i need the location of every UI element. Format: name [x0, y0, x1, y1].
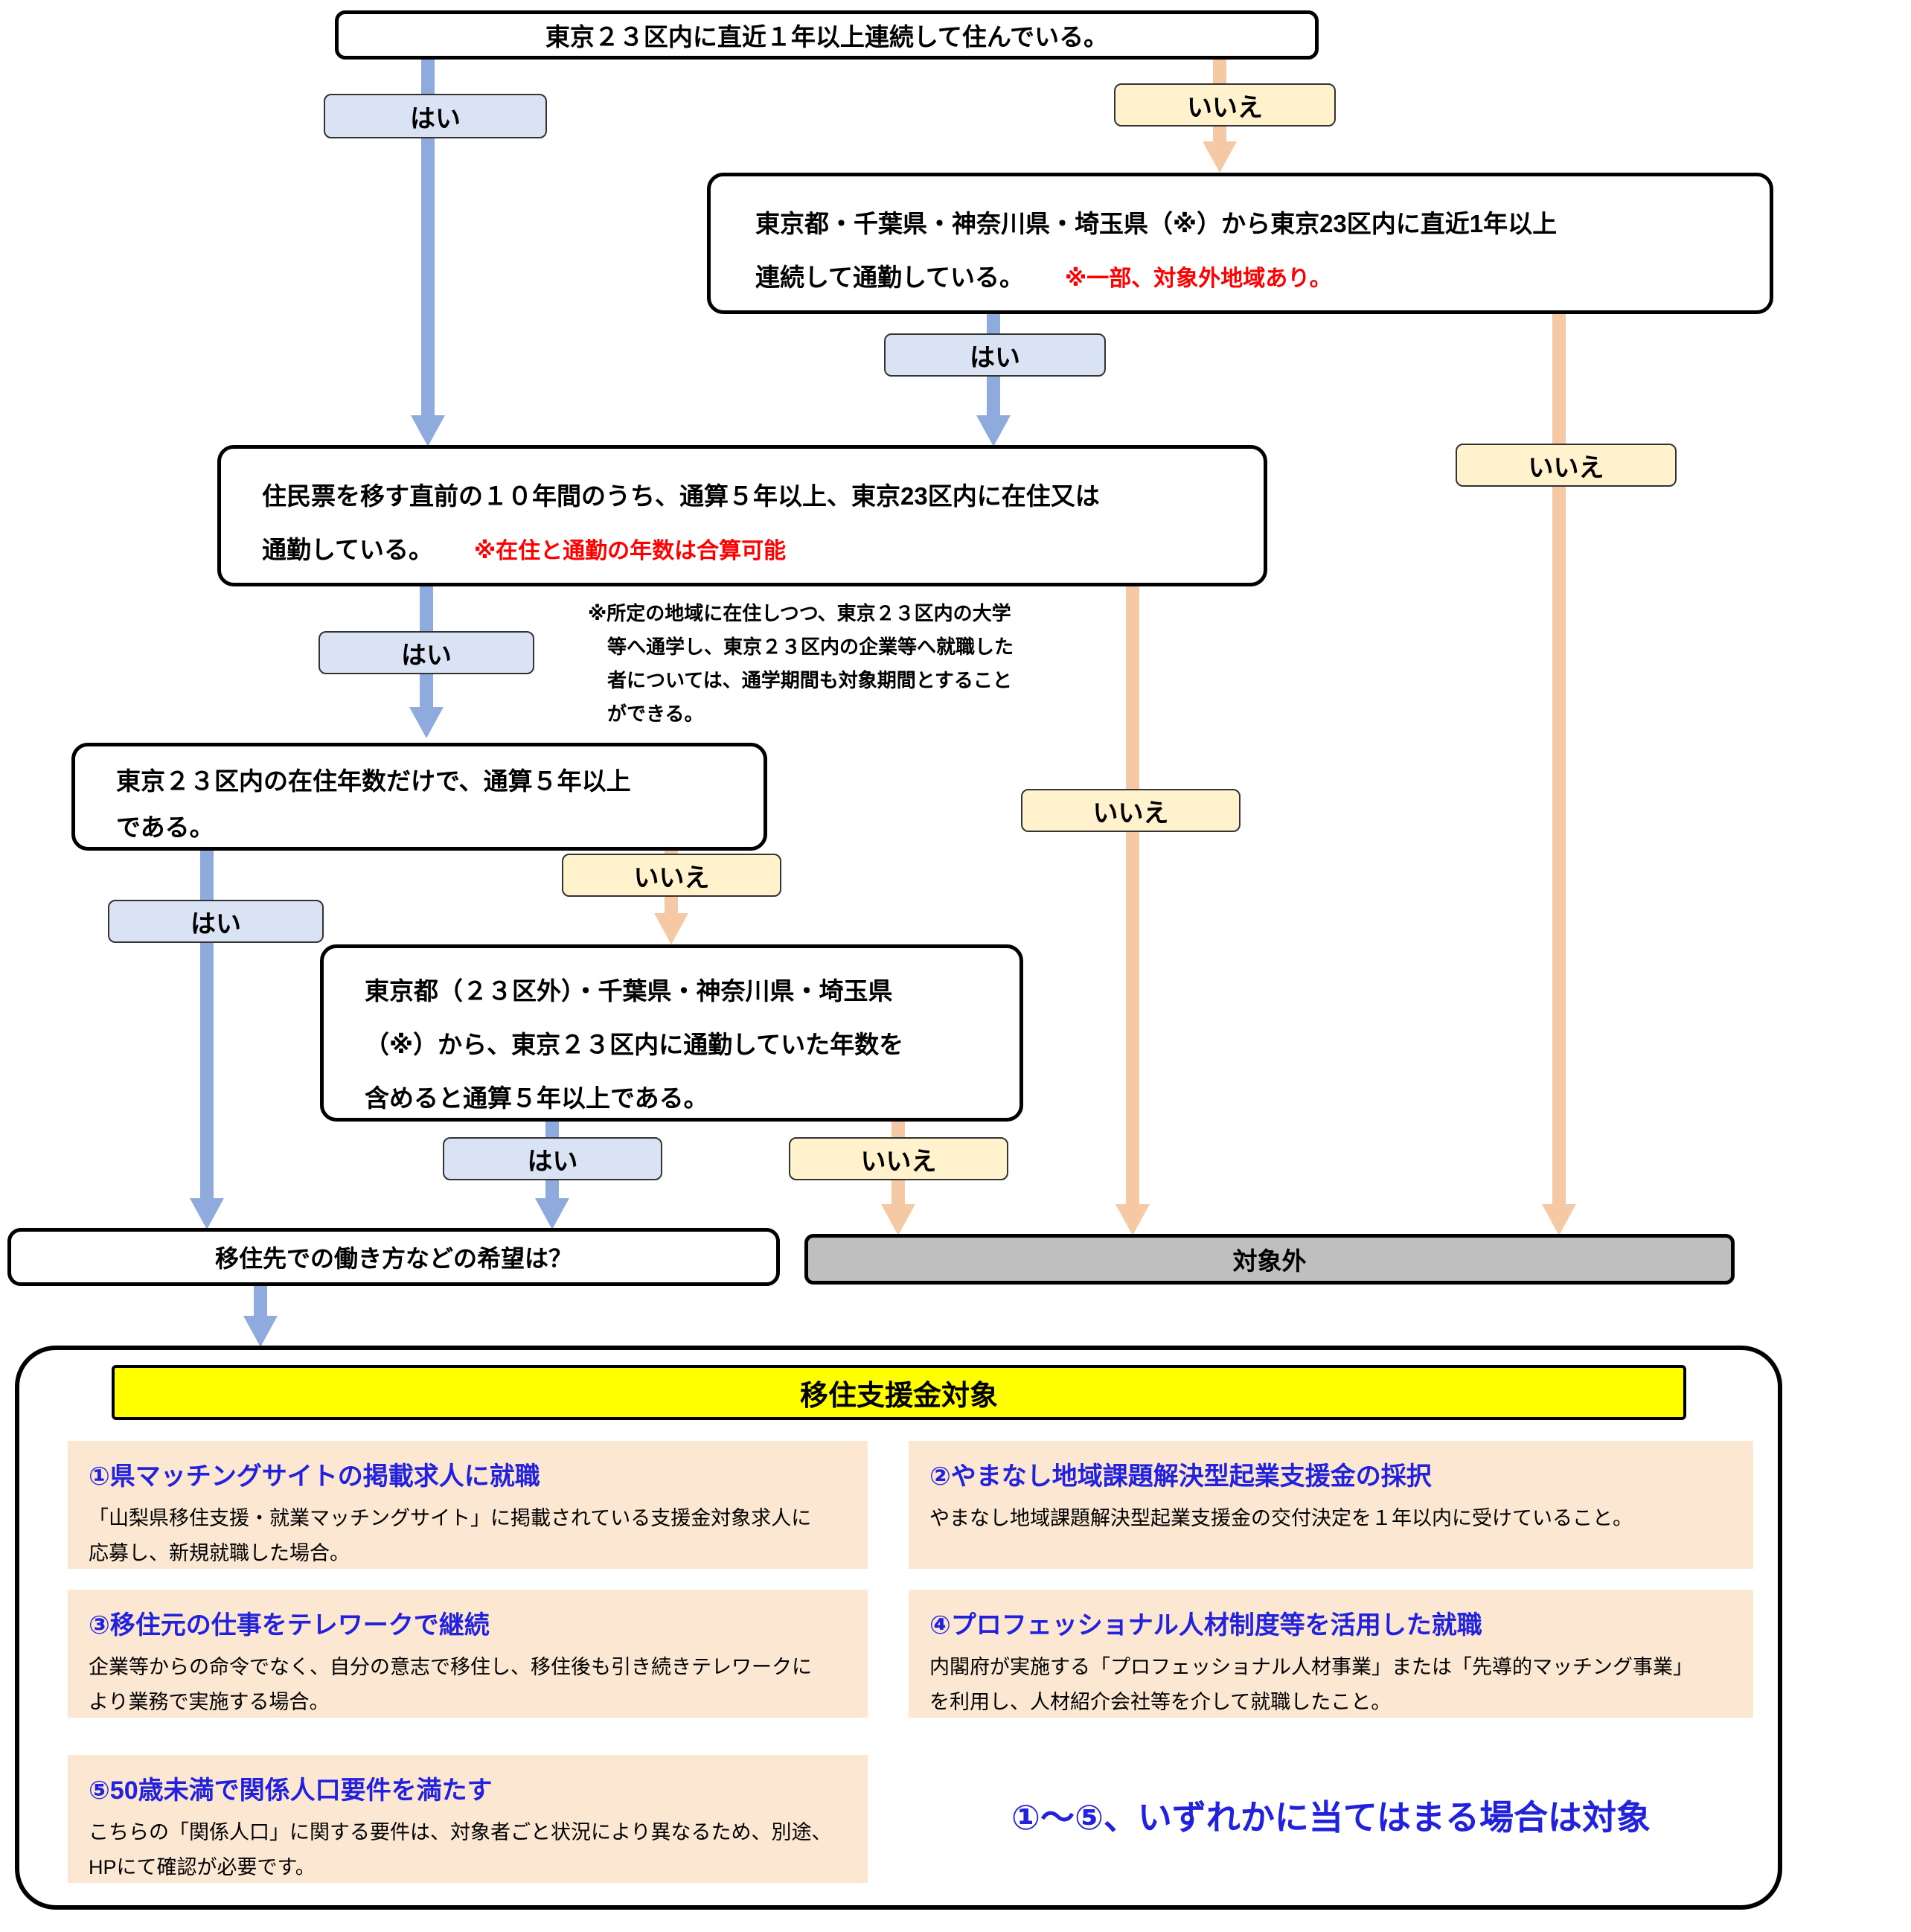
question-box-commute-years-included: 東京都（２３区外）・千葉県・神奈川県・埼玉県 （※）から、東京２３区内に通勤して…	[320, 944, 1023, 1122]
yes-arrowhead-q2-icon	[976, 415, 1011, 447]
question-box-5yrs-in-10: 住民票を移す直前の１０年間のうち、通算５年以上、東京23区内に在住又は 通勤して…	[217, 445, 1267, 586]
excluded-box: 対象外	[804, 1234, 1735, 1285]
item-body: やまなし地域課題解決型起業支援金の交付決定を１年以内に受けていること。	[929, 1507, 1633, 1529]
question-text: 連続して通勤している。	[755, 263, 1025, 291]
yes-label-q4: はい	[108, 900, 324, 943]
no-arrowhead-q1-icon	[1203, 141, 1237, 173]
support-grant-result-panel: 移住支援金対象 ①県マッチングサイトの掲載求人に就職 「山梨県移住支援・就業マッ…	[15, 1346, 1782, 1910]
item-body: 企業等からの命令でなく、自分の意志で移住し、移住後も引き続きテレワークに より業…	[89, 1656, 812, 1713]
result-header: 移住支援金対象	[112, 1365, 1686, 1420]
yes-arrowhead-q5-icon	[535, 1198, 569, 1229]
eligibility-item-2: ②やまなし地域課題解決型起業支援金の採択 やまなし地域課題解決型起業支援金の交付…	[909, 1441, 1753, 1569]
yes-label-q1: はい	[324, 94, 547, 138]
no-arrowhead-q2-icon	[1542, 1204, 1576, 1235]
no-label-q2: いいえ	[1456, 444, 1677, 487]
question-text: 通勤している。	[262, 536, 434, 563]
question-text: 東京２３区内に直近１年以上連続して住んでいる。	[545, 23, 1109, 51]
yes-arrowhead-q3-icon	[409, 707, 444, 738]
item-body: こちらの「関係人口」に関する要件は、対象者ごと状況により異なるため、別途、 HP…	[89, 1821, 832, 1878]
eligibility-summary-statement: ①～⑤、いずれかに当てはまる場合は対象	[1011, 1798, 1651, 1837]
eligibility-item-3: ③移住元の仕事をテレワークで継続 企業等からの命令でなく、自分の意志で移住し、移…	[68, 1590, 868, 1718]
yes-label-q2: はい	[884, 333, 1106, 377]
no-arrowhead-q5-icon	[881, 1204, 915, 1235]
eligibility-item-1: ①県マッチングサイトの掲載求人に就職 「山梨県移住支援・就業マッチングサイト」に…	[68, 1441, 868, 1569]
item-title: ②やまなし地域課題解決型起業支援金の採択	[929, 1462, 1432, 1491]
arrow-work-to-result	[254, 1286, 267, 1316]
no-label-q3: いいえ	[1021, 789, 1241, 832]
item-body: 内閣府が実施する「プロフェッショナル人材事業」または「先導的マッチング事業」 を…	[929, 1656, 1693, 1713]
yes-arrowhead-q4-icon	[190, 1198, 224, 1229]
item-title: ③移住元の仕事をテレワークで継続	[89, 1611, 490, 1640]
no-label-q5: いいえ	[789, 1137, 1008, 1180]
warning-note: ※一部、対象外地域あり。	[1065, 266, 1332, 291]
work-style-question-box: 移住先での働き方などの希望は？	[7, 1228, 780, 1286]
arrowhead-work-to-result-icon	[243, 1316, 278, 1347]
no-arrowhead-q4-icon	[654, 913, 688, 944]
yes-arrowhead-q1-icon	[411, 415, 445, 447]
yes-label-q3: はい	[318, 631, 534, 674]
question-text: 東京都・千葉県・神奈川県・埼玉県（※）から東京23区内に直近1年以上	[755, 210, 1558, 237]
question-box-commute-1yr: 東京都・千葉県・神奈川県・埼玉県（※）から東京23区内に直近1年以上 連続して通…	[707, 173, 1773, 314]
no-arrow-q2	[1552, 314, 1566, 1204]
eligibility-item-4: ④プロフェッショナル人材制度等を活用した就職 内閣府が実施する「プロフェッショナ…	[909, 1590, 1753, 1718]
yes-label-q5: はい	[443, 1137, 662, 1180]
warning-note: ※在住と通勤の年数は合算可能	[474, 539, 787, 563]
eligibility-item-5: ⑤50歳未満で関係人口要件を満たす こちらの「関係人口」に関する要件は、対象者ご…	[68, 1755, 868, 1883]
commuting-student-note: ※所定の地域に在住しつつ、東京２３区内の大学 等へ通学し、東京２３区内の企業等へ…	[588, 602, 1014, 725]
no-arrow-q3	[1126, 586, 1139, 1204]
item-title: ④プロフェッショナル人材制度等を活用した就職	[929, 1611, 1482, 1640]
no-label-q1: いいえ	[1114, 83, 1336, 127]
question-box-residence-only-5yrs: 東京２３区内の在住年数だけで、通算５年以上 である。	[71, 743, 767, 851]
item-body: 「山梨県移住支援・就業マッチングサイト」に掲載されている支援金対象求人に 応募し…	[89, 1507, 812, 1564]
question-text: 住民票を移す直前の１０年間のうち、通算５年以上、東京23区内に在住又は	[262, 482, 1100, 510]
item-title: ⑤50歳未満で関係人口要件を満たす	[89, 1776, 493, 1805]
no-arrowhead-q3-icon	[1115, 1204, 1150, 1235]
yes-arrow-q1	[421, 60, 435, 415]
no-label-q4: いいえ	[562, 854, 781, 897]
item-title: ①県マッチングサイトの掲載求人に就職	[89, 1462, 540, 1491]
question-box-residence-1yr: 東京２３区内に直近１年以上連続して住んでいる。	[335, 10, 1319, 60]
